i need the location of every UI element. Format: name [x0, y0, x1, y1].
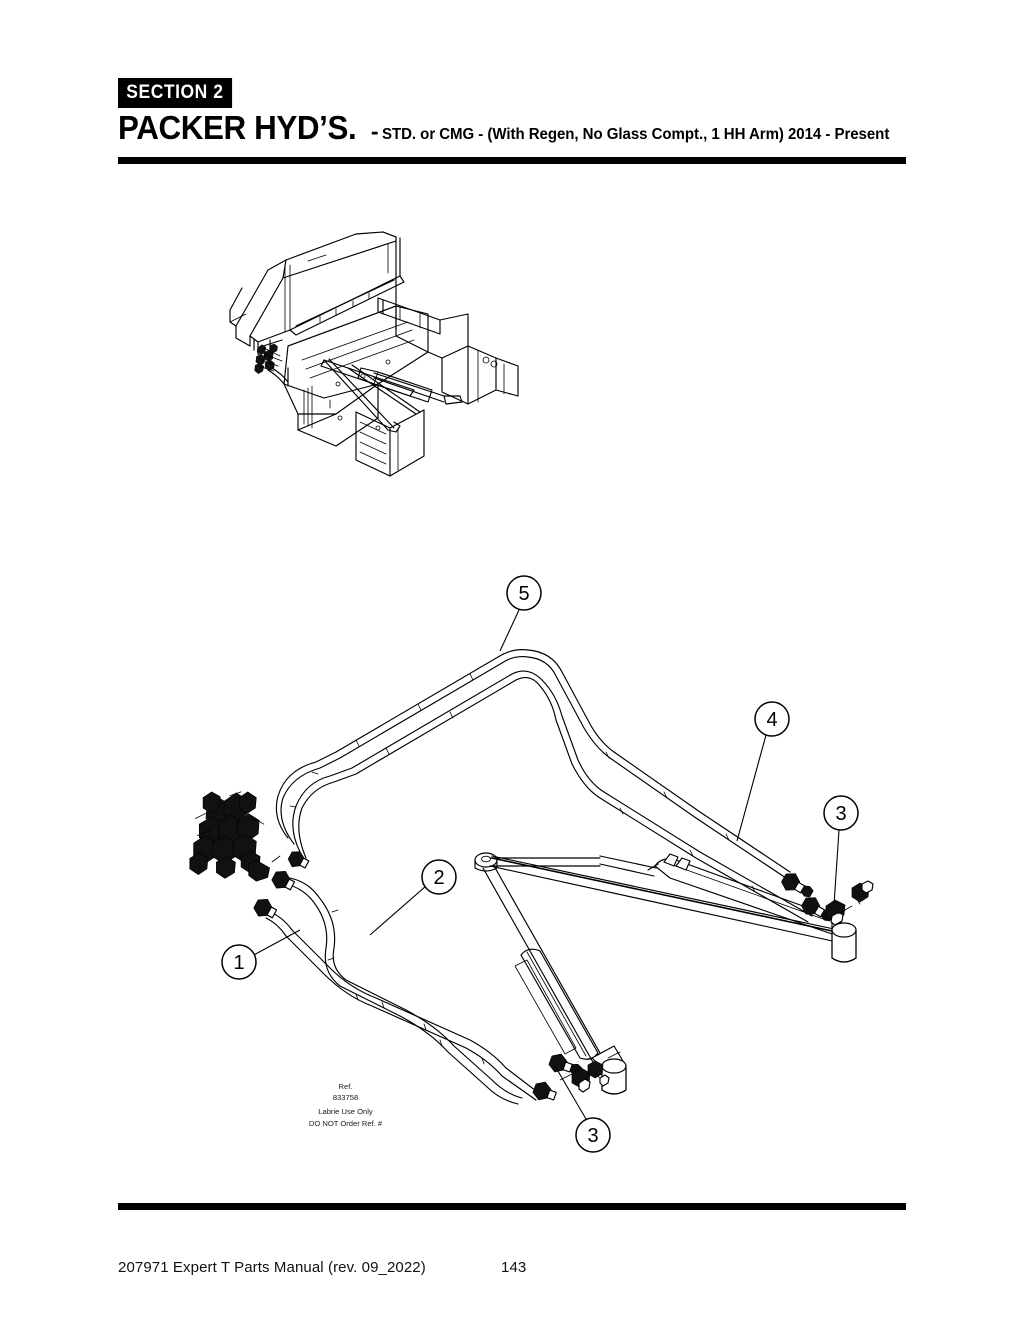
reference-note: Ref. 833758 Labrie Use Only DO NOT Order…: [278, 1081, 413, 1129]
page-title: PACKER HYD’S.: [118, 109, 357, 146]
ref-note-line-2: 833758: [332, 1093, 359, 1103]
callout-1: 1: [221, 929, 301, 980]
packer-cylinder-lower: [474, 852, 627, 1095]
callout-5: 5: [499, 575, 542, 652]
footer-page-number: 143: [501, 1259, 527, 1276]
hose-fittings-right: [781, 873, 874, 926]
footer-rule: [118, 1203, 906, 1210]
ref-note-line-4: DO NOT Order Ref. #: [308, 1118, 383, 1128]
truck-body-outline: [229, 231, 519, 477]
ref-note-line-1: Ref.: [338, 1082, 353, 1091]
callout-label: 4: [766, 709, 777, 731]
title-dash: -: [370, 118, 379, 144]
hydraulic-valve-manifold: [189, 791, 270, 882]
ref-note-line-3: Labrie Use Only: [318, 1107, 373, 1117]
callout-3-bottom: 3: [554, 1065, 611, 1153]
callout-4: 4: [736, 701, 790, 842]
page-header: SECTION 2 PACKER HYD’S.-STD. or CMG - (W…: [118, 78, 908, 145]
callout-label: 3: [587, 1125, 598, 1147]
section-badge: SECTION 2: [118, 78, 232, 108]
hose-4: [292, 670, 813, 923]
main-illustration-hydraulic-layout: 1 2 3 3 4: [150, 555, 910, 1175]
callout-label: 1: [233, 952, 244, 974]
hose-fittings-lower: [532, 1053, 610, 1101]
hose-1: [265, 909, 541, 1101]
hose-5: [275, 649, 791, 879]
valve-cluster-top: [254, 343, 278, 374]
hose-2: [285, 877, 523, 1105]
callout-label: 3: [835, 803, 846, 825]
page-subtitle: STD. or CMG - (With Regen, No Glass Comp…: [381, 126, 889, 143]
title-line: PACKER HYD’S.-STD. or CMG - (With Regen,…: [118, 111, 908, 145]
header-rule: [118, 157, 906, 164]
packer-arm-upper: [489, 855, 849, 945]
callout-2: 2: [369, 859, 457, 936]
footer-document-title: 207971 Expert T Parts Manual (rev. 09_20…: [118, 1259, 426, 1276]
callout-3-right: 3: [823, 795, 859, 906]
packer-cylinder-upper-right: [489, 853, 857, 963]
callout-label: 5: [518, 583, 529, 605]
hose-end-fittings-left: [253, 851, 310, 919]
top-illustration-packer-body-isometric: [228, 218, 558, 508]
callout-label: 2: [433, 867, 444, 889]
